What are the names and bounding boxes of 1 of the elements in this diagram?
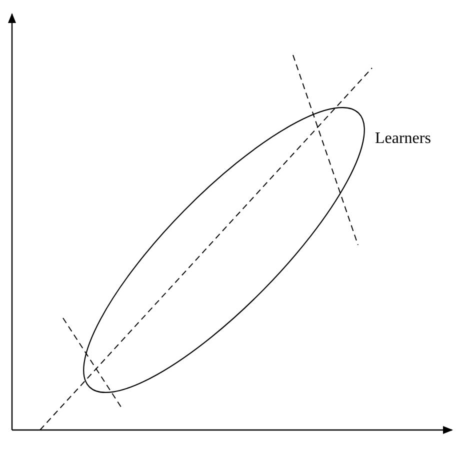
ellipse-label: Learners — [375, 130, 431, 148]
